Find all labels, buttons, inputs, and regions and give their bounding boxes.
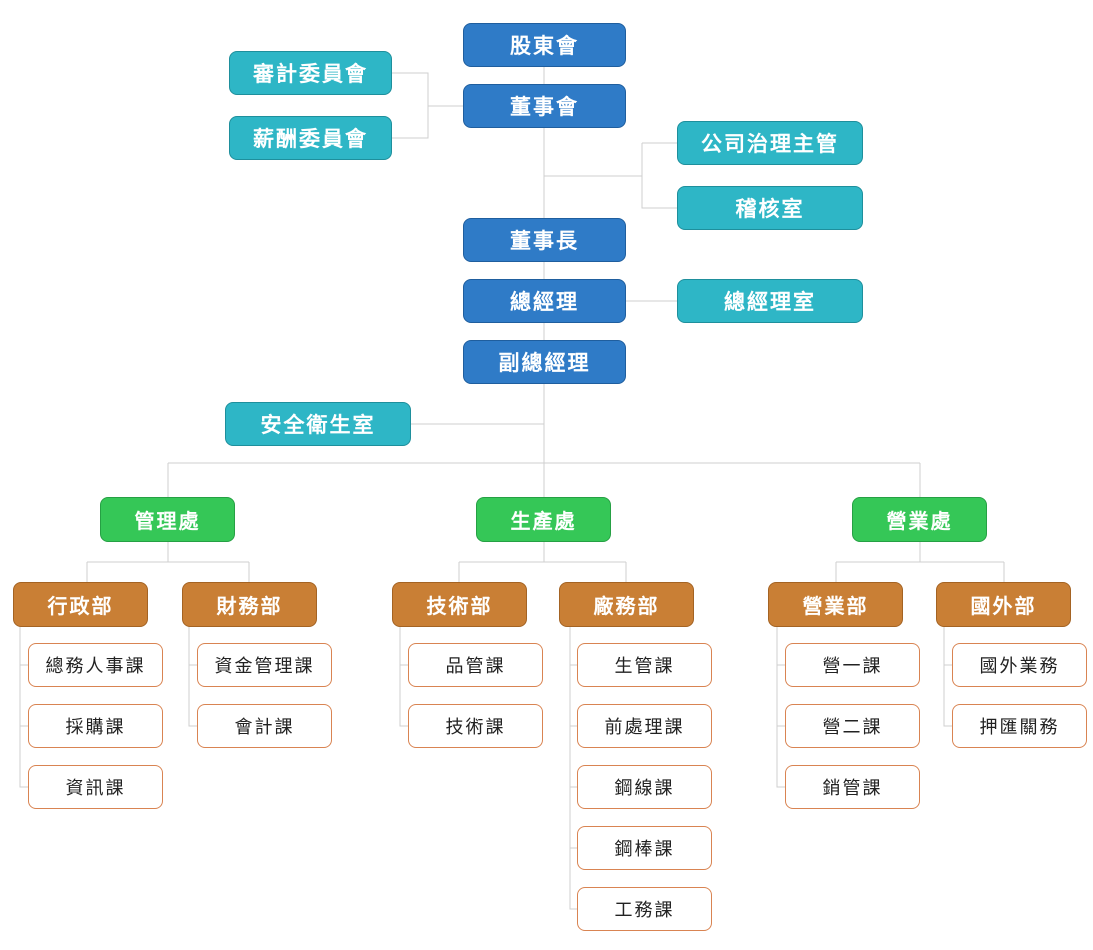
section-box: 工務課	[577, 887, 712, 931]
section-box: 資金管理課	[197, 643, 332, 687]
section-box: 鋼棒課	[577, 826, 712, 870]
connector-committees	[391, 72, 464, 139]
comp-committee-box: 薪酬委員會	[229, 116, 392, 160]
foreign-dept-box: 國外部	[936, 582, 1071, 627]
domestic-sales-dept-box: 營業部	[768, 582, 903, 627]
connector-sales-depts	[835, 541, 1005, 583]
production-division-box: 生產處	[476, 497, 611, 542]
safety-office-box: 安全衛生室	[225, 402, 411, 446]
shareholders-box: 股東會	[463, 23, 626, 67]
section-box: 鋼線課	[577, 765, 712, 809]
administration-dept-box: 行政部	[13, 582, 148, 627]
connector-sales-sections	[776, 627, 786, 788]
gm-box: 總經理	[463, 279, 626, 323]
connector-divisions	[167, 462, 921, 498]
connector-tech-sections	[399, 627, 409, 727]
section-box: 採購課	[28, 704, 163, 748]
admin-division-box: 管理處	[100, 497, 235, 542]
chairman-box: 董事長	[463, 218, 626, 262]
governance-officer-box: 公司治理主管	[677, 121, 863, 165]
plant-dept-box: 廠務部	[559, 582, 694, 627]
gm-office-box: 總經理室	[677, 279, 863, 323]
internal-audit-box: 稽核室	[677, 186, 863, 230]
section-box: 資訊課	[28, 765, 163, 809]
sales-division-box: 營業處	[852, 497, 987, 542]
connector-governance	[544, 142, 677, 209]
connector-admin-depts	[86, 541, 250, 583]
technology-dept-box: 技術部	[392, 582, 527, 627]
connector-production-depts	[458, 541, 627, 583]
section-box: 會計課	[197, 704, 332, 748]
section-box: 押匯關務	[952, 704, 1087, 748]
connector-admin-sections	[19, 627, 29, 788]
section-box: 品管課	[408, 643, 543, 687]
connector-finance-sections	[188, 627, 198, 727]
connector-foreign-sections	[943, 627, 953, 727]
section-box: 前處理課	[577, 704, 712, 748]
section-box: 銷管課	[785, 765, 920, 809]
deputy-gm-box: 副總經理	[463, 340, 626, 384]
section-box: 國外業務	[952, 643, 1087, 687]
section-box: 營一課	[785, 643, 920, 687]
section-box: 總務人事課	[28, 643, 163, 687]
finance-dept-box: 財務部	[182, 582, 317, 627]
section-box: 技術課	[408, 704, 543, 748]
connector-plant-sections	[569, 627, 578, 910]
audit-committee-box: 審計委員會	[229, 51, 392, 95]
section-box: 營二課	[785, 704, 920, 748]
board-box: 董事會	[463, 84, 626, 128]
section-box: 生管課	[577, 643, 712, 687]
